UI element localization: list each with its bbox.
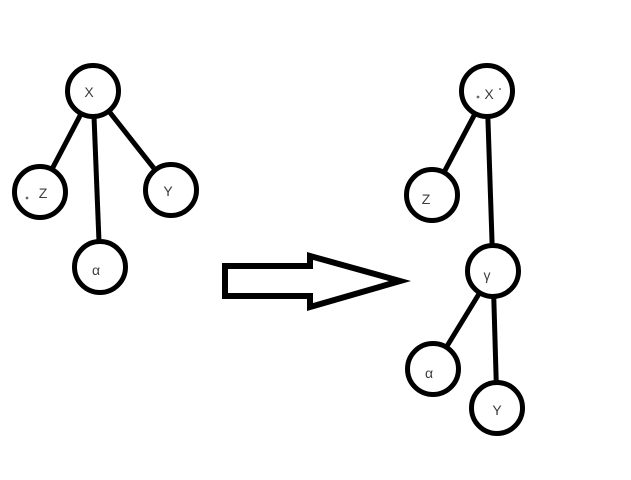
edge-X-Z — [441, 112, 478, 174]
node-label-X: X — [84, 84, 94, 100]
node-label-Y: Y — [492, 402, 502, 418]
node-label-Z: Z — [39, 185, 48, 201]
pencil-dot-artifact-2 — [499, 88, 501, 90]
edge-gamma-Y — [491, 296, 499, 383]
node-circle-Z — [404, 167, 460, 223]
node-label-alpha: α — [425, 365, 433, 381]
tree-after: X Zγ αY — [404, 63, 525, 436]
edge-X-Z — [49, 112, 84, 171]
node-circle-Y — [469, 380, 525, 436]
edge-gamma-alpha — [444, 291, 482, 349]
node-circle-Y — [143, 162, 199, 218]
node-circle-alpha — [72, 239, 128, 295]
pencil-dot-artifact-0 — [25, 196, 29, 200]
node-circle-gamma — [465, 243, 521, 299]
node-label-Z: Z — [422, 191, 431, 207]
edge-X-alpha — [91, 116, 102, 242]
tree-before: X Zα Y — [12, 63, 199, 295]
edge-X-Y — [106, 109, 158, 172]
transform-arrow-icon — [222, 252, 412, 311]
pencil-dot-artifact-1 — [476, 95, 480, 99]
node-label-Y: Y — [163, 183, 173, 199]
node-label-X: X — [484, 86, 494, 102]
edge-X-gamma — [485, 116, 495, 246]
node-circle-X — [65, 63, 121, 119]
node-label-alpha: α — [92, 262, 100, 278]
node-circle-alpha — [405, 341, 461, 397]
node-label-gamma: γ — [484, 267, 491, 283]
node-circle-X — [459, 63, 515, 119]
node-circle-Z — [12, 164, 68, 220]
